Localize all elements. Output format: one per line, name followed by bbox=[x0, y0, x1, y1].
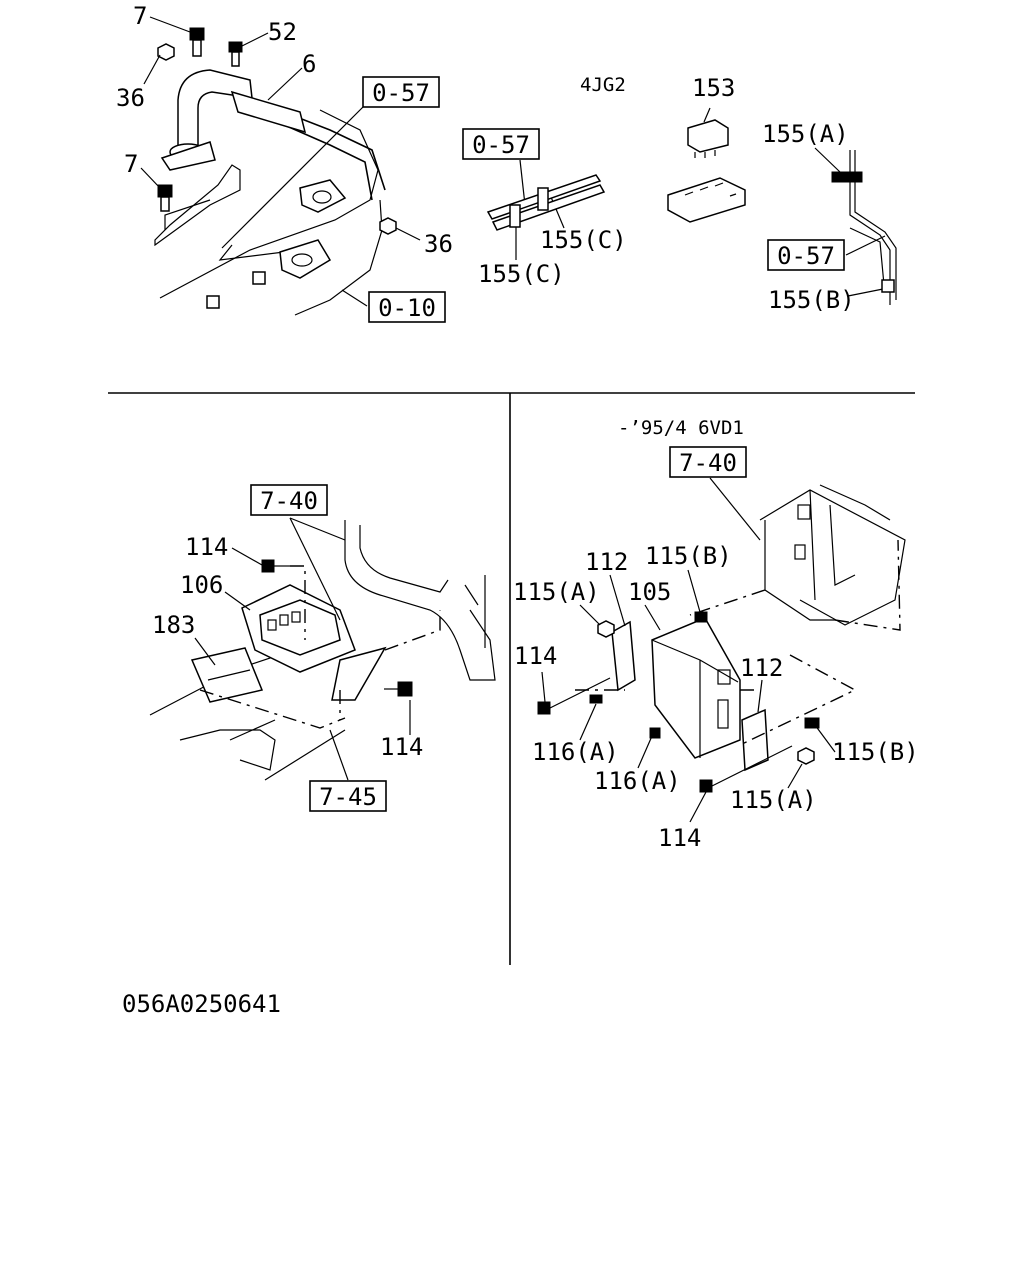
clip-155ab-drawing bbox=[831, 150, 897, 305]
label-115a-top: 115(A) bbox=[513, 578, 600, 606]
bottom-left-labels: 114 106 183 114 bbox=[152, 533, 423, 761]
label-155b: 155(B) bbox=[768, 286, 855, 314]
ref-box-7-40-right: 7-40 bbox=[669, 446, 747, 478]
svg-text:0-57: 0-57 bbox=[777, 242, 835, 270]
top-section bbox=[140, 16, 897, 316]
label-105: 105 bbox=[628, 578, 671, 606]
top-labels: 7 52 36 6 7 36 4JG2 153 155(A) 155(C) 15… bbox=[116, 2, 855, 314]
clip-155c-drawing bbox=[486, 174, 606, 231]
svg-text:0-10: 0-10 bbox=[378, 294, 436, 322]
svg-text:0-57: 0-57 bbox=[372, 79, 430, 107]
ref-box-0-57-top: 0-57 bbox=[362, 76, 440, 108]
bottom-left-leaders bbox=[194, 517, 411, 781]
variant-label-4jg2: 4JG2 bbox=[580, 74, 626, 96]
label-115b-top: 115(B) bbox=[645, 542, 732, 570]
label-114-bottom: 114 bbox=[380, 733, 423, 761]
bottom-right-dashed-lines bbox=[575, 539, 901, 746]
panel-drawing bbox=[149, 520, 496, 781]
ref-box-7-40-left: 7-40 bbox=[250, 484, 328, 516]
svg-text:7-40: 7-40 bbox=[679, 449, 737, 477]
exhaust-assembly-drawing bbox=[154, 27, 397, 316]
label-106: 106 bbox=[180, 571, 223, 599]
label-114-top: 114 bbox=[185, 533, 228, 561]
svg-text:7-40: 7-40 bbox=[260, 487, 318, 515]
label-7-top: 7 bbox=[133, 2, 147, 30]
label-36-left: 36 bbox=[116, 84, 145, 112]
bottom-right-section bbox=[537, 477, 906, 823]
ref-box-7-45: 7-45 bbox=[309, 780, 387, 812]
label-6: 6 bbox=[302, 50, 316, 78]
drawing-id: 056A0250641 bbox=[122, 990, 281, 1018]
relay-153-drawing bbox=[667, 119, 746, 223]
label-116a-right: 116(A) bbox=[594, 767, 681, 795]
ref-box-0-10: 0-10 bbox=[368, 291, 446, 323]
svg-text:7-45: 7-45 bbox=[319, 783, 377, 811]
label-114-right-top: 114 bbox=[514, 642, 557, 670]
ref-box-0-57-middle: 0-57 bbox=[462, 128, 540, 160]
label-155c-right: 155(C) bbox=[540, 226, 627, 254]
label-115b-bottom: 115(B) bbox=[832, 738, 919, 766]
label-155a: 155(A) bbox=[762, 120, 849, 148]
label-183: 183 bbox=[152, 611, 195, 639]
label-115a-bottom: 115(A) bbox=[730, 786, 817, 814]
bottom-right-leaders bbox=[541, 477, 836, 823]
ref-box-0-57-right: 0-57 bbox=[767, 239, 845, 271]
variant-label-6vd1: -’95/4 6VD1 bbox=[618, 417, 744, 439]
bracket-frame-drawing bbox=[537, 484, 906, 793]
label-155c-left: 155(C) bbox=[478, 260, 565, 288]
label-36-right: 36 bbox=[424, 230, 453, 258]
label-52: 52 bbox=[268, 18, 297, 46]
label-116a-left: 116(A) bbox=[532, 738, 619, 766]
bottom-left-dashed-lines bbox=[199, 565, 441, 729]
label-7-middle: 7 bbox=[124, 150, 138, 178]
bottom-right-labels: -’95/4 6VD1 112 115(B) 115(A) 105 114 11… bbox=[513, 417, 919, 852]
label-112-bottom: 112 bbox=[740, 654, 783, 682]
label-112-top: 112 bbox=[585, 548, 628, 576]
label-114-right-bottom: 114 bbox=[658, 824, 701, 852]
svg-text:0-57: 0-57 bbox=[472, 131, 530, 159]
bottom-left-section bbox=[149, 517, 496, 781]
label-153: 153 bbox=[692, 74, 735, 102]
